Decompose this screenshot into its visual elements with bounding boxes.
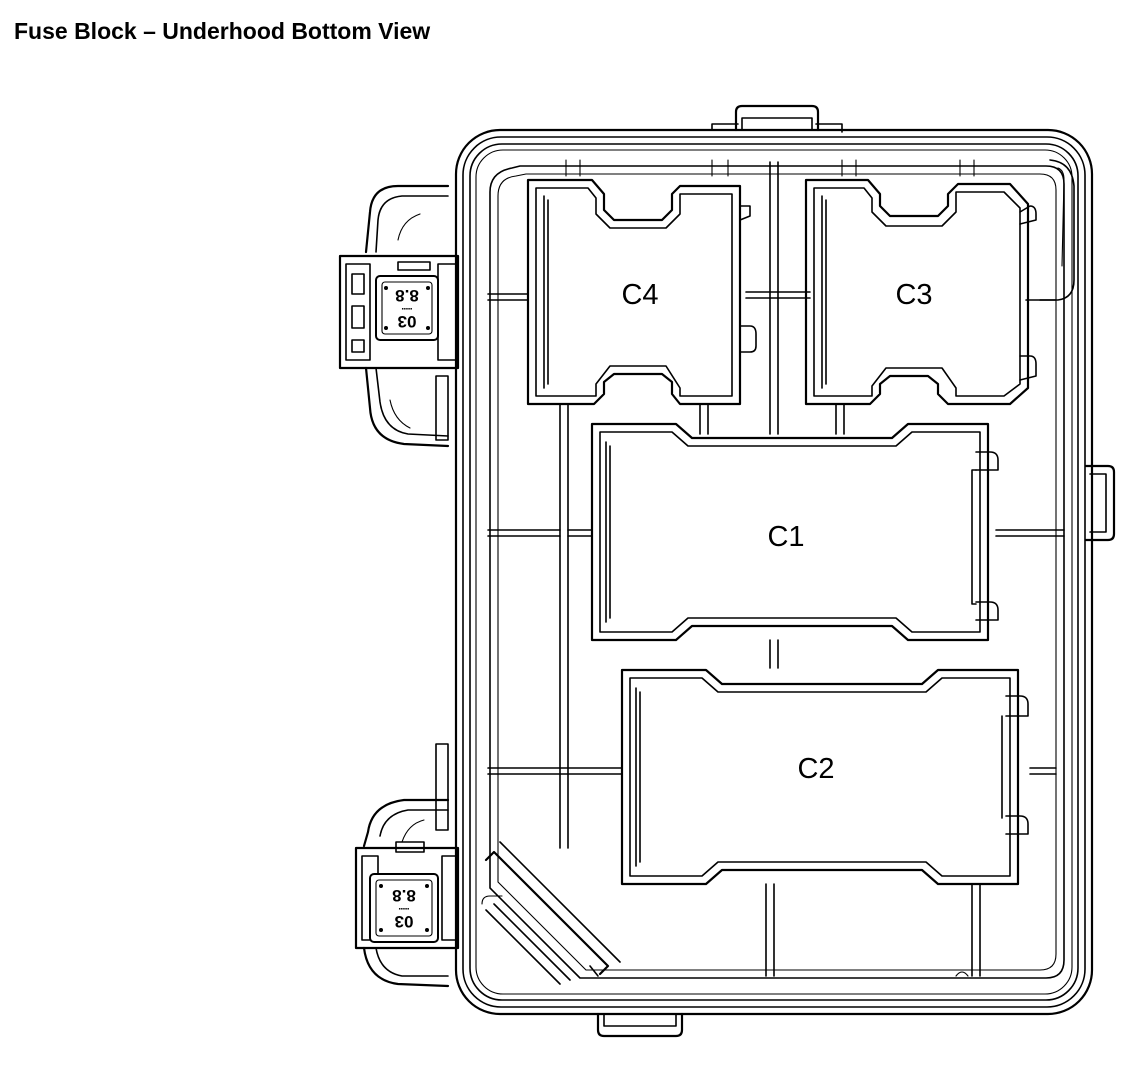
connector-c2-label: C2 <box>797 753 834 785</box>
upper-tag-top-text: 03 <box>398 312 417 331</box>
lower-tag-bottom-text: 8.8 <box>392 886 416 905</box>
svg-text:▪▪▪▪▪: ▪▪▪▪▪ <box>402 305 413 311</box>
connector-c4 <box>526 178 757 406</box>
svg-text:▪▪▪▪▪: ▪▪▪▪▪ <box>399 905 410 911</box>
connector-c1-label: C1 <box>767 521 804 553</box>
lower-tag-top-text: 03 <box>395 912 414 931</box>
fuse-block-housing <box>454 104 1116 1038</box>
diagram-title: Fuse Block – Underhood Bottom View <box>14 18 431 44</box>
connector-c3 <box>804 178 1037 406</box>
connector-c2 <box>620 668 1029 886</box>
connector-c1 <box>590 422 999 642</box>
connector-c4-label: C4 <box>621 279 658 311</box>
upper-left-mount: 03 ▪▪▪▪▪ 8.8 <box>338 184 460 448</box>
internal-ribs <box>487 159 1065 977</box>
upper-tag-bottom-text: 8.8 <box>395 286 419 305</box>
lower-left-mount: 03 ▪▪▪▪▪ 8.8 <box>354 743 460 988</box>
connector-c3-label: C3 <box>895 279 932 311</box>
